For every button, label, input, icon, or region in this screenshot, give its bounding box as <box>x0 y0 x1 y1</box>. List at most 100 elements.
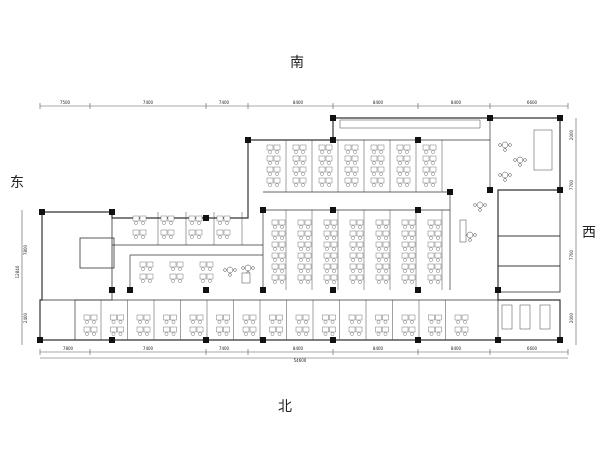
dimension-label: 7500 <box>60 100 71 105</box>
lounge-chair <box>503 178 507 182</box>
desk <box>304 241 312 248</box>
desk <box>408 274 416 281</box>
chair <box>358 236 362 240</box>
chair <box>141 235 145 239</box>
desk <box>356 241 364 248</box>
chair <box>280 269 284 273</box>
desk <box>408 252 416 259</box>
chair <box>436 225 440 229</box>
desk <box>249 314 257 321</box>
chair <box>376 320 381 324</box>
desk <box>299 177 307 184</box>
desk <box>304 274 312 281</box>
desk <box>292 166 300 173</box>
restroom-stall <box>501 304 513 330</box>
desk <box>349 230 357 237</box>
chair <box>379 150 383 154</box>
desk <box>273 144 281 151</box>
chair <box>351 269 355 273</box>
desk <box>271 241 279 248</box>
column <box>415 137 421 143</box>
desk <box>427 219 435 226</box>
chair <box>190 221 194 225</box>
desk <box>83 326 91 333</box>
desk <box>325 166 333 173</box>
desk <box>271 274 279 281</box>
chair <box>171 267 175 271</box>
lounge-table <box>476 201 484 209</box>
chair <box>323 320 328 324</box>
desk <box>273 166 281 173</box>
desk <box>143 326 151 333</box>
column <box>487 115 493 121</box>
chair <box>85 320 89 324</box>
dimension-label: 7800 <box>23 244 28 255</box>
desk <box>401 314 409 321</box>
chair <box>134 235 138 239</box>
dimension-label: 2000 <box>569 129 574 140</box>
desk <box>136 326 144 333</box>
chair <box>383 332 388 336</box>
chair <box>384 236 388 240</box>
desk <box>408 314 416 321</box>
chair <box>178 267 182 271</box>
desk <box>429 166 437 173</box>
desk <box>276 326 283 333</box>
desk <box>143 314 151 321</box>
desk <box>297 230 305 237</box>
chair <box>217 320 222 324</box>
chair <box>294 172 298 176</box>
desk <box>429 155 437 162</box>
chair <box>299 269 303 273</box>
chair <box>429 225 433 229</box>
desk <box>427 274 435 281</box>
column <box>37 337 43 343</box>
chair <box>353 183 357 187</box>
desk <box>382 230 390 237</box>
chair <box>410 269 414 273</box>
desk <box>428 314 435 321</box>
desk <box>408 241 416 248</box>
dimension-labels-top: 7500 7400 7400 8400 8400 8400 6600 <box>60 100 538 105</box>
desk <box>435 314 442 321</box>
chair <box>268 150 272 154</box>
stair-core <box>79 237 115 269</box>
chair <box>398 161 402 165</box>
chair <box>332 280 336 284</box>
desk <box>408 219 416 226</box>
column <box>330 207 336 213</box>
chair <box>277 332 282 336</box>
chair <box>384 247 388 251</box>
desk <box>349 252 357 259</box>
chair <box>351 258 355 262</box>
column <box>245 137 251 143</box>
structural-columns <box>37 115 563 343</box>
desk <box>422 144 430 151</box>
desk <box>323 219 331 226</box>
restroom-stall <box>539 304 551 330</box>
chair <box>244 332 248 336</box>
chair <box>275 172 279 176</box>
desk <box>139 273 147 280</box>
desk <box>278 219 286 226</box>
desk <box>403 166 411 173</box>
desk <box>223 314 230 321</box>
desk <box>434 252 442 259</box>
desk <box>403 177 411 184</box>
desk <box>434 263 442 270</box>
chair <box>218 235 222 239</box>
desk <box>170 314 177 321</box>
desk <box>351 144 359 151</box>
lounge-chair <box>228 273 232 277</box>
chair <box>178 279 182 283</box>
desk <box>454 314 462 321</box>
desk <box>344 144 352 151</box>
chair <box>403 258 407 262</box>
desk <box>422 155 430 162</box>
desk <box>401 274 409 281</box>
chair <box>377 269 381 273</box>
desk <box>427 263 435 270</box>
dimension-label: 7700 <box>569 249 574 260</box>
chair <box>208 279 212 283</box>
desk <box>427 252 435 259</box>
